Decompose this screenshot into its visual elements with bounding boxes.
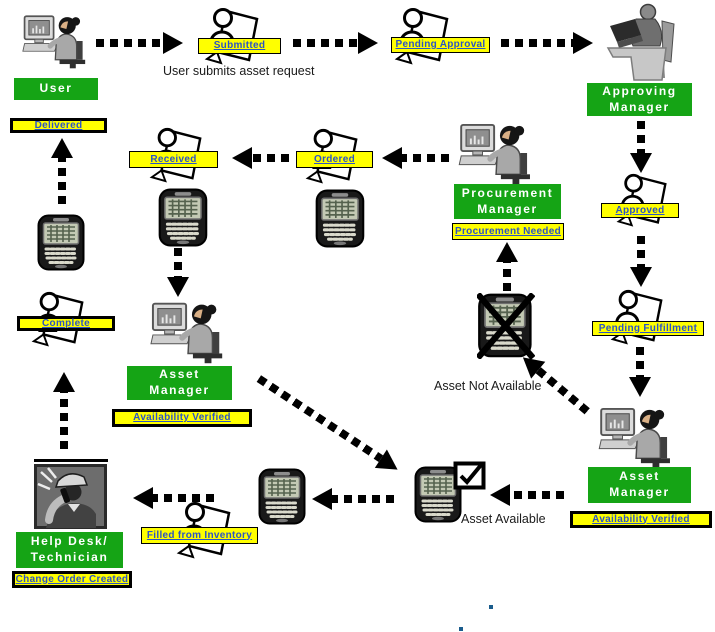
approving-manager-at-desk-icon	[600, 2, 688, 82]
arrow-device-to-filled-from-inventory	[312, 487, 395, 511]
asset-manager-mid-role-label: Asset Manager	[127, 366, 232, 400]
arrow-asset-manager-to-available-device	[490, 483, 565, 507]
asset-manager-right-line2: Manager	[609, 485, 670, 499]
procurement-manager-person-at-computer-icon	[458, 122, 538, 184]
pending-fulfillment-request-document-icon	[606, 288, 668, 346]
submitted-request-document-icon	[200, 6, 264, 66]
user-role-text: User	[39, 81, 73, 96]
approving-manager-line1: Approving	[602, 83, 677, 98]
status-delivered: Delivered	[10, 118, 107, 133]
approving-manager-role-label: Approving Manager	[587, 83, 692, 116]
crossed-out-device-icon	[477, 293, 535, 359]
received-handheld-device-icon	[158, 188, 210, 248]
arrow-ordered-to-received	[232, 146, 290, 170]
status-change-order-created: Change Order Created	[12, 571, 132, 588]
blue-dot-1	[489, 605, 493, 609]
arrow-approved-to-pending-fulfillment	[629, 235, 653, 287]
arrow-received-device-to-asset-manager-mid	[166, 247, 190, 297]
delivery-handheld-device-icon	[36, 214, 88, 272]
arrow-help-desk-to-complete	[52, 372, 76, 450]
status-availability-verified-right: Availability Verified	[570, 511, 712, 528]
asset-manager-mid-line2: Manager	[149, 383, 210, 397]
user-person-at-computer-icon	[22, 12, 92, 70]
status-submitted: Submitted	[198, 38, 281, 54]
arrow-device-to-delivered	[50, 138, 74, 205]
procurement-manager-line2: Manager	[477, 201, 538, 216]
status-received: Received	[129, 151, 218, 168]
asset-manager-right-person-at-computer-icon	[598, 406, 678, 468]
arrow-pending-approval-to-approving-manager	[500, 31, 593, 55]
status-ordered: Ordered	[296, 151, 373, 168]
blue-dot-2	[459, 627, 463, 631]
asset-manager-right-line1: Asset	[619, 469, 660, 484]
status-procurement-needed: Procurement Needed	[452, 223, 564, 240]
asset-manager-mid-line1: Asset	[159, 367, 200, 382]
ordered-handheld-device-icon	[315, 189, 367, 249]
arrow-procurement-to-ordered	[382, 146, 450, 170]
status-approved: Approved	[601, 203, 679, 218]
pending-approval-request-document-icon	[390, 6, 454, 66]
arrow-submitted-to-pending-approval	[292, 31, 378, 55]
status-complete: Complete	[17, 316, 115, 331]
status-pending-fulfillment: Pending Fulfillment	[592, 321, 704, 336]
user-role-label: User	[14, 78, 98, 100]
status-availability-verified-mid: Availability Verified	[112, 409, 252, 427]
help-desk-line1: Help Desk/	[30, 534, 109, 549]
arrow-pending-fulfillment-to-asset-manager	[628, 346, 652, 397]
help-desk-role-label: Help Desk/ Technician	[16, 532, 123, 568]
caption-asset-not-available: Asset Not Available	[434, 379, 542, 393]
arrow-filled-to-help-desk	[133, 486, 215, 510]
procurement-manager-line1: Procurement	[461, 185, 554, 200]
help-desk-line2: Technician	[30, 550, 109, 564]
help-desk-phone-icon	[34, 464, 107, 530]
arrow-asset-manager-mid-to-asset-available	[251, 368, 404, 480]
arrow-crossed-device-to-procurement-needed	[495, 242, 519, 292]
approving-manager-line2: Manager	[609, 99, 670, 114]
inventory-handheld-device-icon	[258, 468, 308, 526]
status-filled-from-inventory: Filled from Inventory	[141, 527, 258, 544]
status-pending-approval: Pending Approval	[391, 37, 490, 53]
procurement-manager-role-label: Procurement Manager	[454, 184, 561, 219]
arrow-user-to-submitted	[95, 31, 183, 55]
asset-manager-mid-person-at-computer-icon	[150, 300, 230, 364]
caption-user-submits: User submits asset request	[163, 64, 315, 78]
approved-request-document-icon	[612, 172, 672, 228]
help-desk-top-line	[34, 459, 108, 462]
asset-manager-right-role-label: Asset Manager	[588, 467, 691, 503]
checkmark-icon	[453, 461, 487, 491]
arrow-approving-manager-to-approved	[629, 120, 653, 173]
caption-asset-available: Asset Available	[461, 512, 546, 526]
